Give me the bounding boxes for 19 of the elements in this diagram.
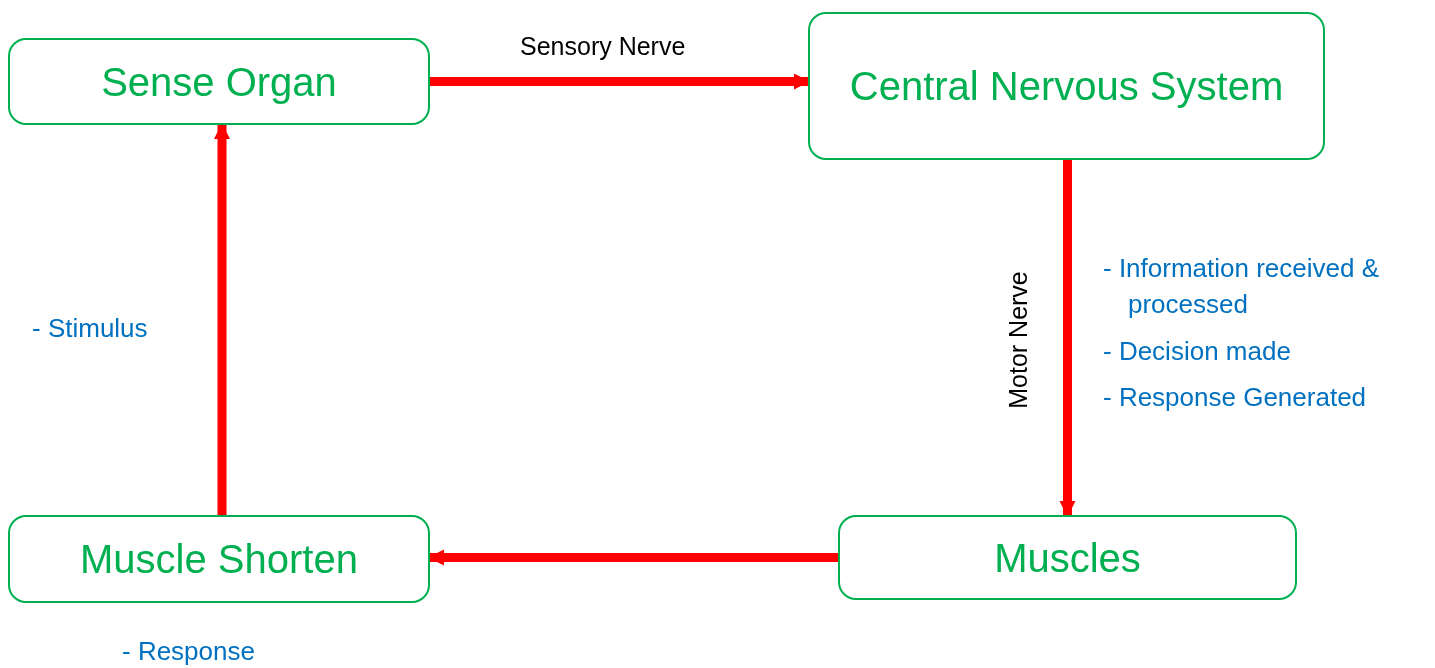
box-label: Muscles bbox=[994, 534, 1141, 582]
arrow bbox=[214, 123, 230, 515]
box-label: Muscle Shorten bbox=[80, 536, 358, 583]
box-label: Central Nervous System bbox=[849, 63, 1284, 110]
note-text: - Stimulus bbox=[32, 313, 148, 344]
edge-label: Motor Nerve bbox=[1003, 271, 1033, 409]
process-box bbox=[8, 515, 430, 603]
note-text: - Response bbox=[122, 636, 255, 667]
note-text: - Information received & processed bbox=[1103, 252, 1380, 321]
note-text: - Response Generated bbox=[1103, 382, 1367, 413]
arrow bbox=[428, 549, 838, 566]
process-box bbox=[838, 515, 1297, 600]
process-box bbox=[8, 38, 430, 125]
edge-label: Sensory Nerve bbox=[520, 32, 686, 61]
box-label: Sense Organ bbox=[101, 58, 337, 106]
arrow bbox=[430, 73, 810, 90]
note-text: - Decision made bbox=[1103, 336, 1291, 367]
arrow bbox=[1059, 160, 1076, 517]
process-box bbox=[808, 12, 1325, 160]
